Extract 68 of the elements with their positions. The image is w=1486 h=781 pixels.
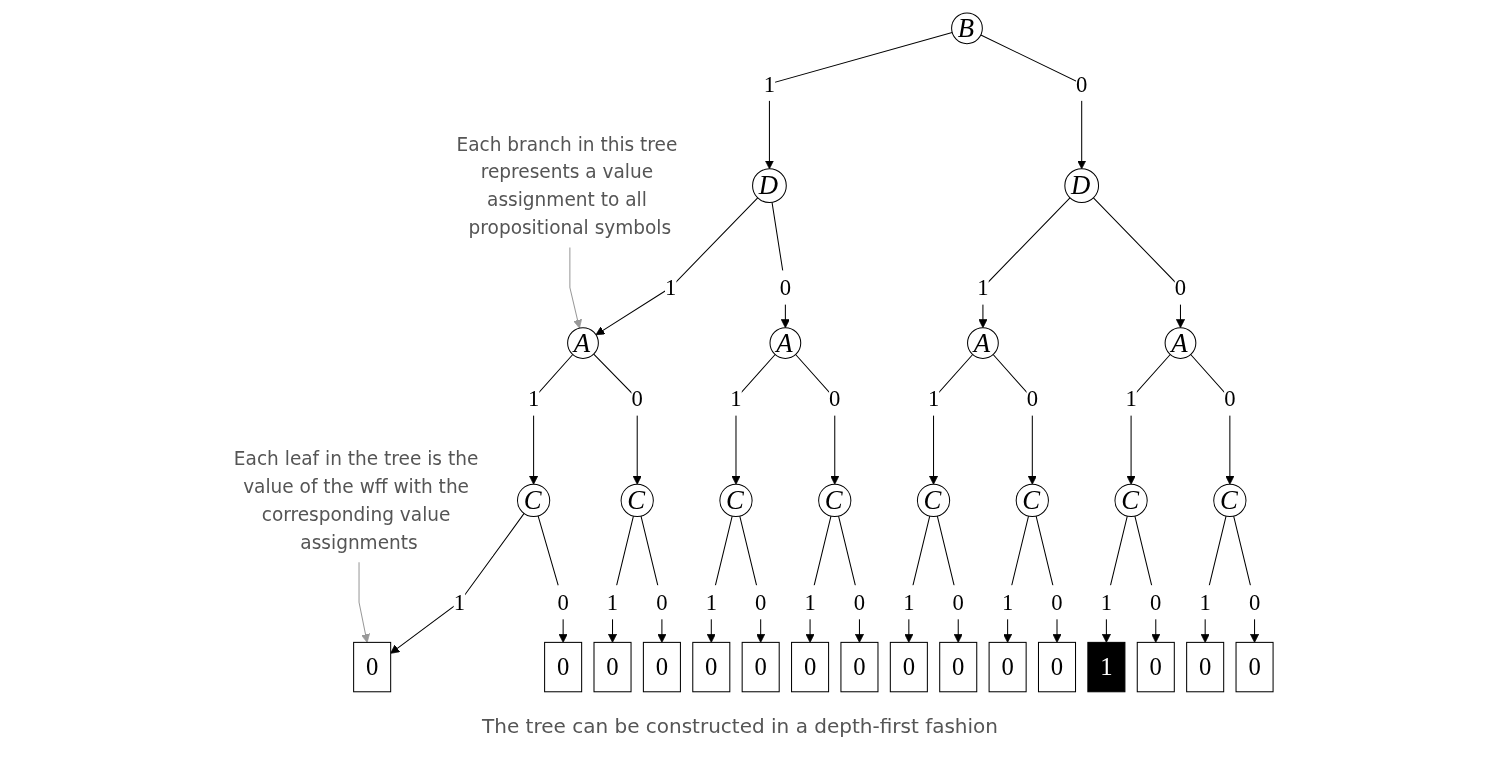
- edge-label: 1: [1199, 589, 1211, 616]
- node-circle: C: [916, 483, 951, 518]
- node-circle: B: [951, 12, 983, 45]
- node-circle: D: [1064, 168, 1100, 204]
- edge-label: 0: [1026, 385, 1038, 412]
- node-circle: C: [818, 483, 852, 518]
- edge-label: 1: [903, 589, 915, 616]
- edge-label: 1: [664, 274, 677, 301]
- node-box: 0: [840, 641, 879, 693]
- edge-label: 1: [804, 589, 816, 616]
- edge-label: 1: [927, 385, 940, 412]
- edge-label: 0: [1150, 589, 1162, 616]
- note-text: The tree can be constructed in a depth-first fashion: [481, 714, 999, 738]
- node-circle: A: [967, 327, 999, 359]
- node-circle: C: [620, 483, 654, 518]
- edge-label: 0: [1248, 589, 1261, 616]
- edge-label: 0: [779, 274, 792, 301]
- edge-label: 1: [1125, 385, 1137, 412]
- node-box: 0: [1037, 641, 1077, 693]
- edge-label: 0: [1224, 385, 1236, 412]
- node-box: 0: [741, 641, 780, 693]
- edge-label: 1: [606, 589, 619, 616]
- node-box: 0: [1186, 641, 1225, 693]
- edge-label: 0: [952, 589, 964, 616]
- node-box: 0: [544, 641, 583, 693]
- arrow: [390, 512, 525, 654]
- node-box: 0: [1136, 641, 1175, 693]
- node-circle: C: [719, 483, 753, 518]
- node-circle: C: [1114, 483, 1148, 518]
- node-box: 0: [692, 641, 731, 693]
- node-box: 0: [642, 641, 681, 693]
- edge-label: 1: [763, 70, 776, 97]
- edge-label: 1: [1001, 589, 1014, 616]
- arrow: [764, 31, 953, 170]
- arrow: [358, 561, 370, 643]
- node-circle: D: [752, 168, 787, 204]
- arrow: [569, 246, 582, 329]
- edge-label: 1: [527, 385, 540, 412]
- arrow: [595, 197, 759, 336]
- node-circle: A: [1164, 327, 1197, 359]
- node-box: 0: [889, 641, 928, 693]
- node-circle: A: [769, 327, 802, 359]
- node-box: 1: [1087, 641, 1126, 693]
- edge-label: 0: [656, 589, 668, 616]
- node-circle: A: [567, 327, 599, 359]
- edge-label: 1: [977, 274, 989, 301]
- edge-label: 0: [829, 385, 841, 412]
- node-box: 0: [939, 641, 978, 693]
- edge-label: 1: [1100, 589, 1113, 616]
- edge-label: 0: [631, 385, 643, 412]
- node-circle: C: [1015, 483, 1049, 518]
- edge-label: 0: [1174, 274, 1187, 301]
- node-box: 0: [791, 641, 830, 693]
- edge-label: 0: [755, 589, 767, 616]
- arrow: [980, 34, 1087, 170]
- edge-label: 1: [705, 589, 717, 616]
- node-box: 0: [593, 641, 632, 693]
- edge-label: 0: [1076, 70, 1088, 97]
- edge-label: 0: [557, 589, 569, 616]
- edge-label: 0: [853, 589, 866, 616]
- node-circle: C: [1213, 483, 1247, 518]
- edge-label: 0: [1051, 589, 1063, 616]
- node-box: 0: [1235, 641, 1274, 693]
- node-box: 0: [988, 641, 1027, 693]
- node-box: 0: [353, 641, 392, 693]
- edge-label: 1: [730, 385, 742, 412]
- edge-label: 1: [453, 589, 466, 616]
- node-circle: C: [516, 483, 551, 518]
